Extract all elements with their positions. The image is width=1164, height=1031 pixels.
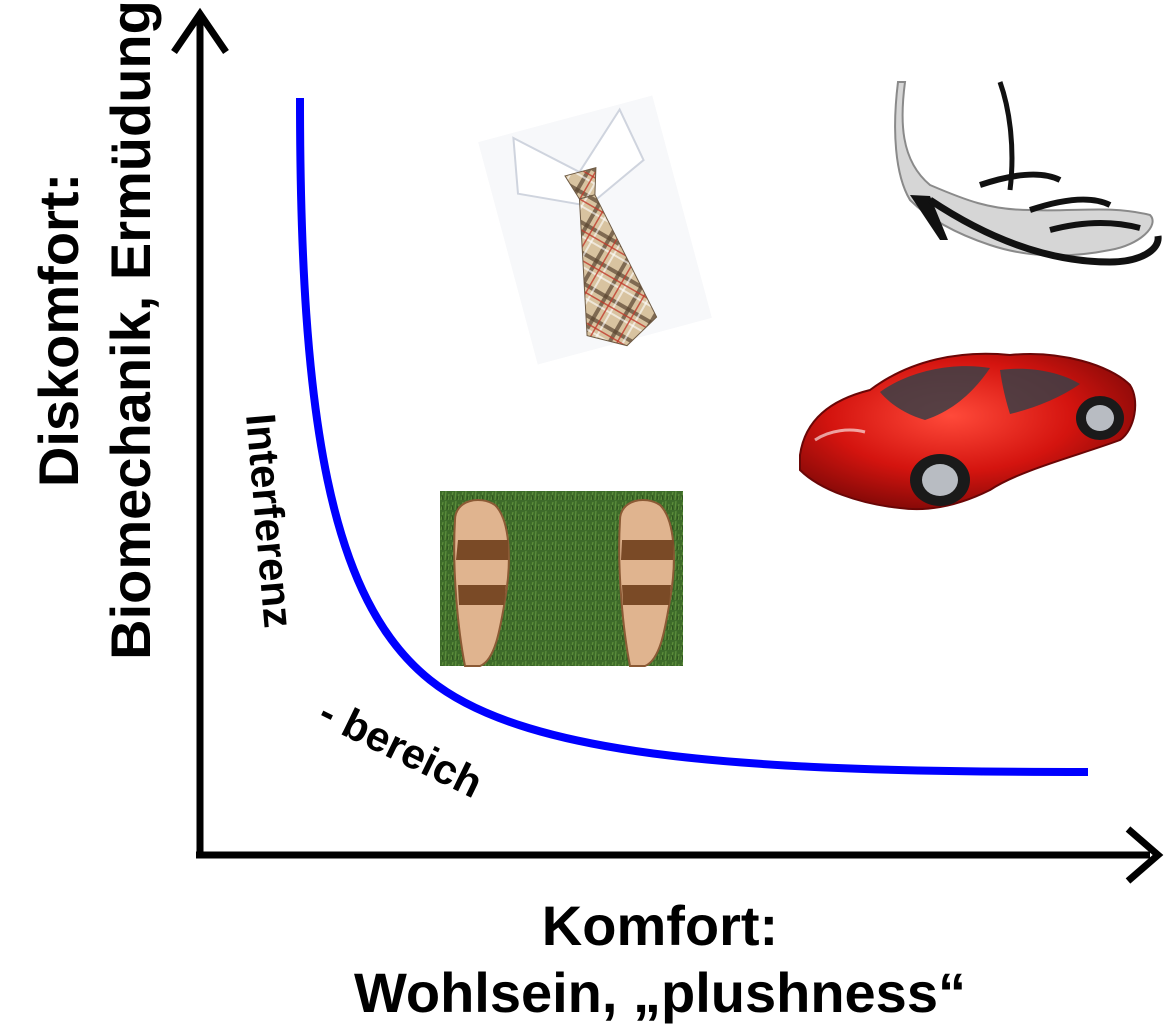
y-axis-title-line2: Biomechanik, Ermüdung: [99, 0, 162, 660]
axes: [171, 7, 1164, 884]
x-axis-title: Komfort: Wohlsein, „plushness“: [354, 894, 966, 1024]
x-axis-title-line1: Komfort:: [542, 894, 778, 957]
interference-label-part1: Interferenz: [237, 412, 303, 630]
x-axis-arrowhead: [1125, 826, 1164, 884]
sports-car-picture: [799, 352, 1137, 511]
y-axis-title: Diskomfort: Biomechanik, Ermüdung: [27, 0, 162, 660]
high-heel-picture: [862, 81, 1162, 266]
sandals-picture: [440, 491, 683, 667]
x-axis-title-line2: Wohlsein, „plushness“: [354, 961, 966, 1024]
y-axis-arrowhead: [171, 7, 229, 54]
necktie-picture: [478, 95, 712, 365]
y-axis-title-line1: Diskomfort:: [27, 173, 90, 487]
comfort-discomfort-curve: [296, 97, 1089, 776]
